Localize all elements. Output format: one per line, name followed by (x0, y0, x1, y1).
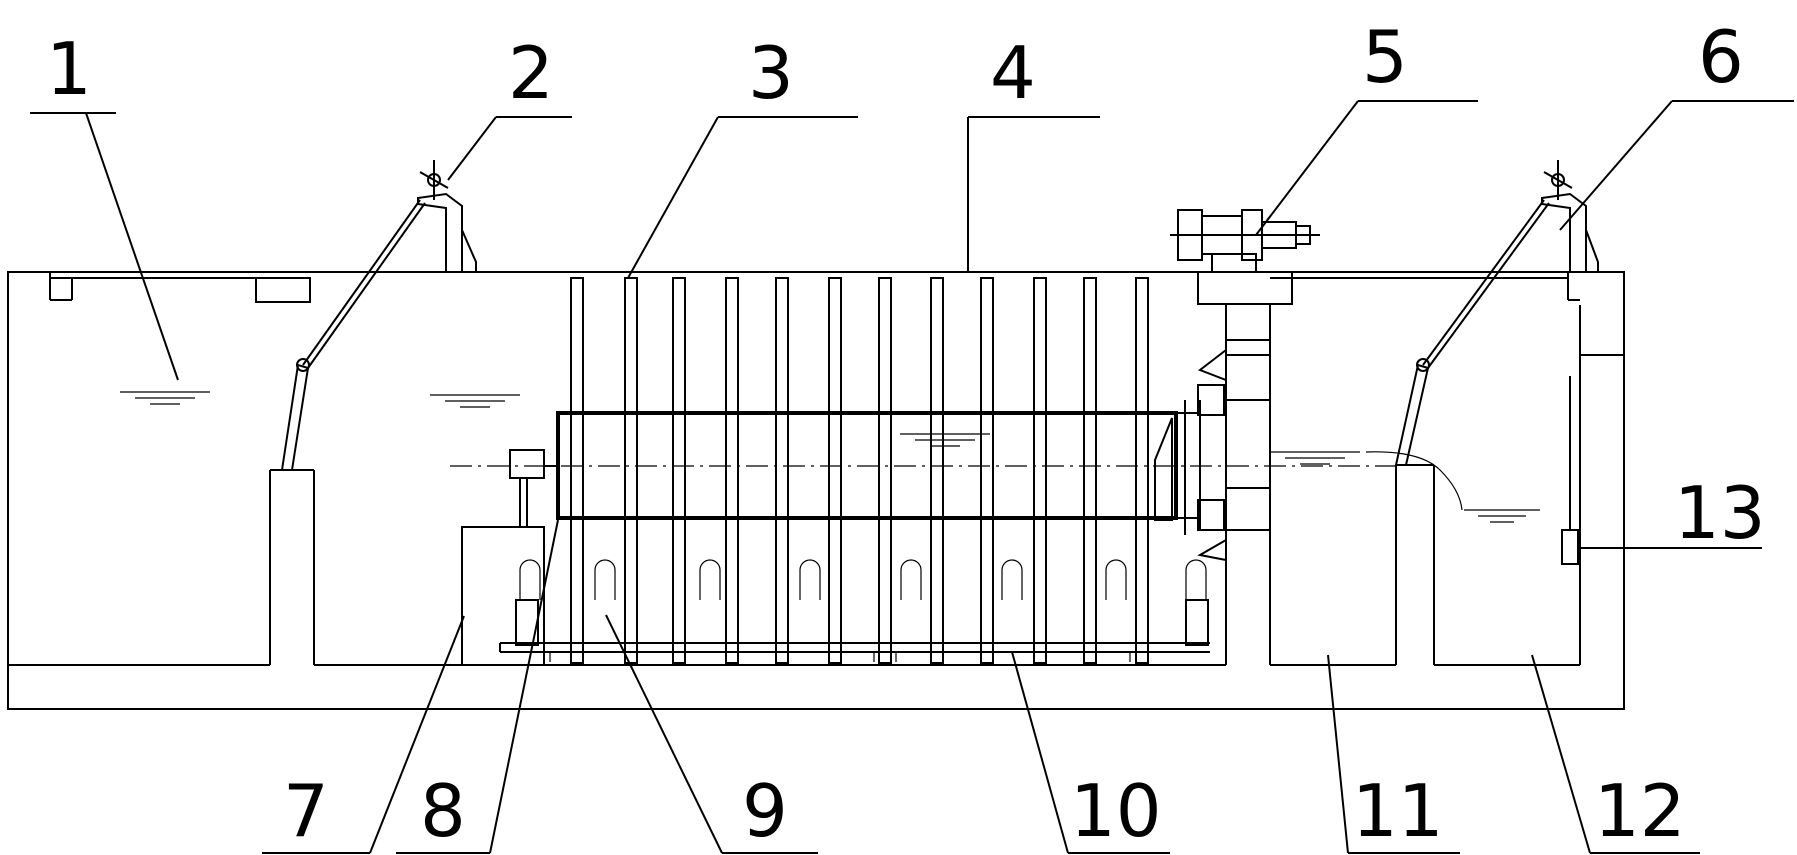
gate-left (280, 160, 477, 471)
scraper-assembly (1154, 347, 1227, 562)
label-12: 12 (1594, 769, 1686, 853)
motor-drive (1170, 209, 1320, 273)
label-9: 9 (742, 769, 788, 853)
level-sensor (1561, 376, 1579, 565)
label-6: 6 (1698, 15, 1744, 99)
label-11: 11 (1352, 769, 1444, 853)
label-10: 10 (1070, 769, 1162, 853)
label-1: 1 (46, 27, 92, 111)
label-8: 8 (420, 769, 466, 853)
bottom-pipe (499, 599, 1210, 662)
label-7: 7 (283, 769, 329, 853)
label-5: 5 (1362, 15, 1408, 99)
filter-plates (570, 277, 1149, 664)
label-4: 4 (990, 31, 1036, 115)
gearbox-support (461, 449, 558, 666)
label-13: 13 (1674, 471, 1766, 555)
water-levels (120, 391, 1540, 523)
callout-labels: 1 2 3 4 5 6 7 8 9 10 11 12 13 (46, 15, 1766, 853)
leader-lines (30, 100, 1794, 854)
label-2: 2 (508, 31, 554, 115)
spray-nozzles (519, 559, 1207, 600)
label-3: 3 (748, 31, 794, 115)
gate-right (1394, 160, 1599, 466)
